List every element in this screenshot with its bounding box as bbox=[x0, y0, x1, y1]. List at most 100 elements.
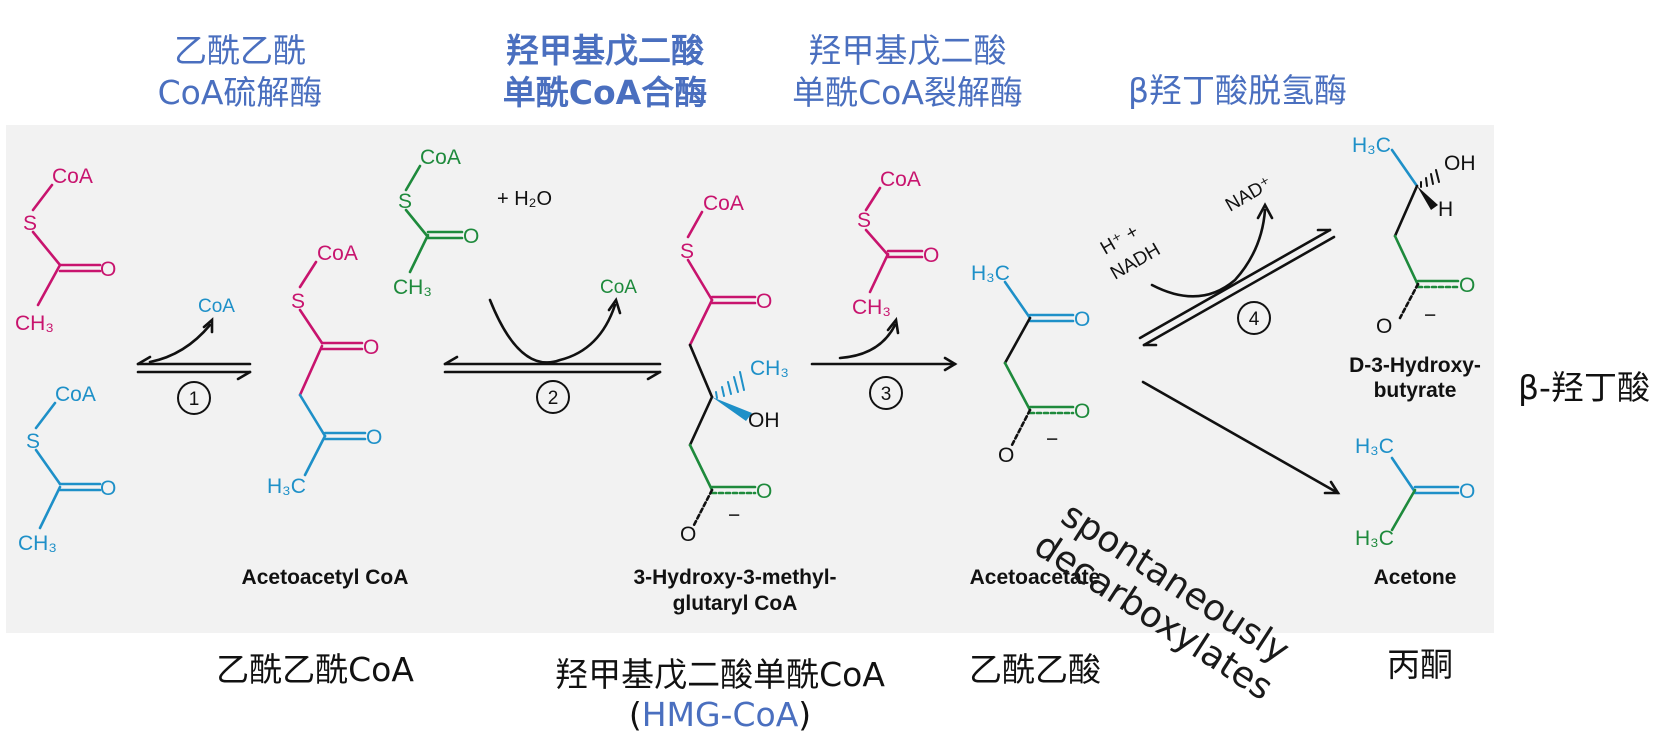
paren-open: ( bbox=[628, 695, 642, 734]
atom-minus: − bbox=[728, 504, 740, 527]
atom-o: O bbox=[1376, 315, 1392, 338]
hmg-coa-hash-bond bbox=[715, 371, 745, 399]
atom-minus: − bbox=[1046, 428, 1058, 451]
atom-o: O bbox=[1074, 308, 1090, 331]
atom-h3c: H₃C bbox=[1355, 527, 1394, 550]
atom-ch3: CH₃ bbox=[15, 312, 54, 335]
enzyme-label-line: 羟甲基戊二酸 bbox=[506, 31, 704, 70]
plus-water-label: + H₂O bbox=[497, 188, 552, 210]
atom-ch3: CH₃ bbox=[18, 532, 57, 555]
enzyme-label-line: 单酰CoA合酶 bbox=[502, 73, 708, 112]
enzyme-label-line: 单酰CoA裂解酶 bbox=[792, 73, 1023, 112]
zh-name-hmg-coa: 羟甲基戊二酸单酰CoA (HMG-CoA) bbox=[545, 655, 895, 735]
atom-ch3: CH₃ bbox=[393, 276, 432, 299]
atom-coa: CoA bbox=[703, 192, 744, 215]
atom-s: S bbox=[857, 209, 871, 232]
atom-o: O bbox=[100, 477, 116, 500]
compound-name-hmg-coa-line1: 3-Hydroxy-3-methyl- bbox=[633, 566, 836, 589]
atom-s: S bbox=[398, 190, 412, 213]
atom-coa: CoA bbox=[55, 383, 96, 406]
released-coa-label-2: CoA bbox=[600, 277, 637, 298]
zh-name-hmg-coa-text: 羟甲基戊二酸单酰CoA bbox=[555, 655, 885, 694]
zh-name-hydroxybutyrate: β-羟丁酸 bbox=[1518, 368, 1650, 407]
step4-number: 4 bbox=[1249, 309, 1260, 330]
step3-number: 3 bbox=[881, 384, 892, 405]
enzyme-label-hmg-synthase: 羟甲基戊二酸 单酰CoA合酶 bbox=[470, 30, 740, 114]
zh-name-hmg-coa-abbr: HMG-CoA bbox=[641, 695, 799, 734]
atom-o: O bbox=[998, 444, 1014, 467]
compound-name-acetoacetyl-coa: Acetoacetyl CoA bbox=[242, 566, 409, 589]
atom-s: S bbox=[23, 212, 37, 235]
atom-h3c: H₃C bbox=[971, 262, 1010, 285]
atom-o: O bbox=[756, 290, 772, 313]
atom-h3c: H₃C bbox=[1352, 134, 1391, 157]
enzyme-label-thiolase: 乙酰乙酰 CoA硫解酶 bbox=[120, 30, 360, 114]
acetoacetate-molecule bbox=[1003, 280, 1075, 447]
released-coa-label-1: CoA bbox=[198, 296, 235, 317]
atom-o: O bbox=[100, 258, 116, 281]
atom-ch3: CH₃ bbox=[750, 357, 789, 380]
atom-o: O bbox=[1459, 274, 1475, 297]
atom-coa: CoA bbox=[52, 165, 93, 188]
atom-coa: CoA bbox=[420, 146, 461, 169]
atom-o: O bbox=[1074, 400, 1090, 423]
compound-name-hmg-coa-line2: glutaryl CoA bbox=[673, 592, 798, 615]
step3-circle bbox=[869, 376, 903, 410]
step1-number: 1 bbox=[189, 389, 200, 410]
enzyme-label-line: CoA硫解酶 bbox=[157, 73, 323, 112]
step2-equilibrium-arrows bbox=[443, 297, 662, 381]
atom-coa: CoA bbox=[880, 168, 921, 191]
acetyl-coa-molecule-2 bbox=[34, 401, 102, 530]
enzyme-label-line: 羟甲基戊二酸 bbox=[808, 31, 1007, 70]
acetone-molecule bbox=[1390, 456, 1460, 532]
atom-o: O bbox=[1459, 480, 1475, 503]
acetoacetyl-coa-molecule bbox=[298, 260, 367, 477]
atom-s: S bbox=[26, 430, 40, 453]
compound-name-acetoacetate: Acetoacetate bbox=[970, 566, 1101, 589]
compound-name-acetone: Acetone bbox=[1374, 566, 1457, 589]
acetyl-coa-molecule-1 bbox=[31, 183, 102, 307]
enzyme-label-hydroxybutyrate-dehydrogenase: β羟丁酸脱氢酶 bbox=[1105, 70, 1370, 112]
step2-circle bbox=[536, 380, 570, 414]
atom-minus: − bbox=[1424, 304, 1436, 327]
atom-s: S bbox=[291, 290, 305, 313]
compound-name-hydroxybutyrate-line1: D-3-Hydroxy- bbox=[1349, 354, 1481, 377]
atom-oh: OH bbox=[1444, 152, 1476, 175]
enzyme-label-hmg-lyase: 羟甲基戊二酸 单酰CoA裂解酶 bbox=[750, 30, 1065, 114]
step4-circle bbox=[1237, 301, 1271, 335]
atom-ch3: CH₃ bbox=[852, 296, 891, 319]
atom-s: S bbox=[680, 240, 694, 263]
acetyl-coa-molecule-3 bbox=[404, 164, 464, 274]
atom-o: O bbox=[463, 225, 479, 248]
hydroxybutyrate-wedge-bond bbox=[1417, 186, 1438, 210]
atom-oh: OH bbox=[748, 409, 780, 432]
step1-circle bbox=[177, 381, 211, 415]
step4-equilibrium-arrows bbox=[1138, 202, 1336, 347]
atom-coa: CoA bbox=[317, 242, 358, 265]
atom-h3c: H₃C bbox=[1355, 435, 1394, 458]
hmg-coa-wedge-bond bbox=[712, 397, 752, 421]
enzyme-label-line: β羟丁酸脱氢酶 bbox=[1127, 71, 1348, 110]
zh-name-acetoacetyl-coa: 乙酰乙酰CoA bbox=[216, 650, 414, 689]
reaction-panel bbox=[6, 125, 1494, 633]
step1-equilibrium-arrows bbox=[136, 317, 252, 381]
atom-h: H bbox=[1438, 198, 1453, 221]
zh-name-hmg-coa-abbr-row: (HMG-CoA) bbox=[545, 695, 895, 735]
hmg-coa-molecule bbox=[686, 210, 757, 527]
decarboxylation-arrow bbox=[1141, 380, 1341, 495]
zh-name-acetone: 丙酮 bbox=[1387, 645, 1453, 684]
zh-name-acetoacetate: 乙酰乙酸 bbox=[969, 650, 1101, 689]
enzyme-label-line: 乙酰乙酰 bbox=[174, 31, 306, 70]
acetyl-coa-released bbox=[864, 186, 924, 294]
paren-close: ) bbox=[798, 695, 812, 734]
atom-o: O bbox=[756, 480, 772, 503]
compound-name-hydroxybutyrate-line2: butyrate bbox=[1374, 379, 1457, 402]
atom-o: O bbox=[680, 523, 696, 546]
atom-o: O bbox=[923, 244, 939, 267]
hydroxybutyrate-hash-bond bbox=[1420, 169, 1440, 188]
step3-arrow bbox=[810, 316, 958, 372]
atom-o: O bbox=[366, 426, 382, 449]
atom-h3c: H₃C bbox=[267, 475, 306, 498]
atom-o: O bbox=[363, 336, 379, 359]
